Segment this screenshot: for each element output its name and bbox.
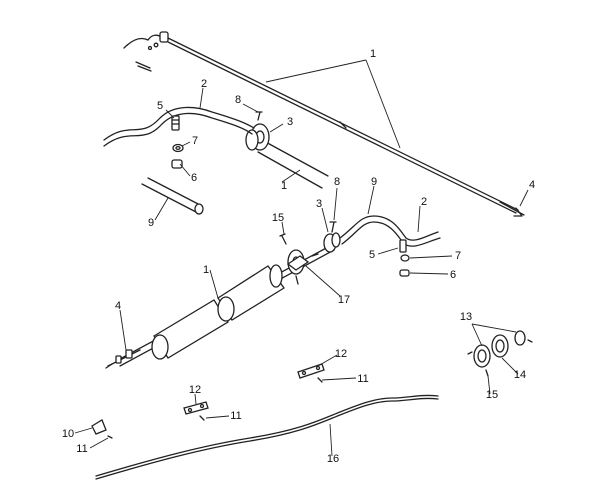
callout-1-main-tube: 1	[203, 264, 209, 276]
callout-9-loose: 9	[148, 217, 154, 229]
upper-control-cable	[123, 31, 525, 217]
callout-3-upper: 3	[287, 116, 293, 128]
lower-hose-9	[339, 215, 441, 247]
upper-hose	[103, 106, 255, 147]
callout-5-lower: 5	[369, 249, 375, 261]
throttle-end-4	[105, 349, 141, 369]
main-throttle-tube	[117, 232, 341, 367]
callout-11-left: 11	[76, 443, 87, 455]
callout-7-upper: 7	[192, 135, 198, 147]
bracket-12-right	[297, 363, 325, 383]
callout-3-lower: 3	[316, 198, 322, 210]
callout-8-lower: 8	[334, 176, 340, 188]
clip-10	[91, 419, 113, 439]
lower-nut-7	[400, 254, 410, 262]
callout-4-right: 4	[529, 179, 535, 191]
callout-5-upper: 5	[157, 100, 163, 112]
callout-2-upper: 2	[201, 78, 207, 90]
callout-15-bottom: 15	[486, 389, 498, 401]
callout-9-lower: 9	[371, 176, 377, 188]
callout-4-left: 4	[115, 300, 121, 312]
callout-12-right: 12	[335, 348, 347, 360]
callout-6-upper: 6	[191, 172, 197, 184]
callout-16: 16	[327, 453, 339, 465]
lower-fitting-5	[399, 239, 407, 253]
callout-11-middle: 11	[230, 410, 241, 422]
upper-fitting-5	[171, 115, 180, 131]
callout-6-lower: 6	[450, 269, 456, 281]
callout-1-cable: 1	[370, 48, 376, 60]
callout-17: 17	[338, 294, 350, 306]
upper-throttle-tube	[245, 123, 329, 189]
callout-8-upper: 8	[235, 94, 241, 106]
clamp-assembly-14	[467, 330, 533, 377]
small-screw-15	[279, 233, 287, 245]
loose-hose-9	[141, 177, 204, 215]
upper-screw-8	[255, 111, 263, 121]
callout-7-lower: 7	[455, 250, 461, 262]
lower-screw-8	[329, 221, 337, 233]
callout-14: 14	[514, 369, 526, 381]
lower-grommet-6	[399, 269, 410, 277]
bottom-cable-16	[95, 394, 439, 480]
callout-13: 13	[460, 311, 472, 323]
callout-11-right: 11	[357, 373, 368, 385]
callout-12-left: 12	[189, 384, 201, 396]
leader-lines	[74, 59, 529, 457]
clamp-bracket-17	[286, 253, 319, 271]
upper-grommet-6	[171, 159, 183, 169]
callout-15-top: 15	[272, 212, 284, 224]
callout-10: 10	[62, 428, 74, 440]
bracket-12-left	[183, 401, 209, 421]
callout-1-upper-tube: 1	[281, 180, 287, 192]
callout-2-lower: 2	[421, 196, 427, 208]
upper-nut-7	[172, 143, 184, 153]
